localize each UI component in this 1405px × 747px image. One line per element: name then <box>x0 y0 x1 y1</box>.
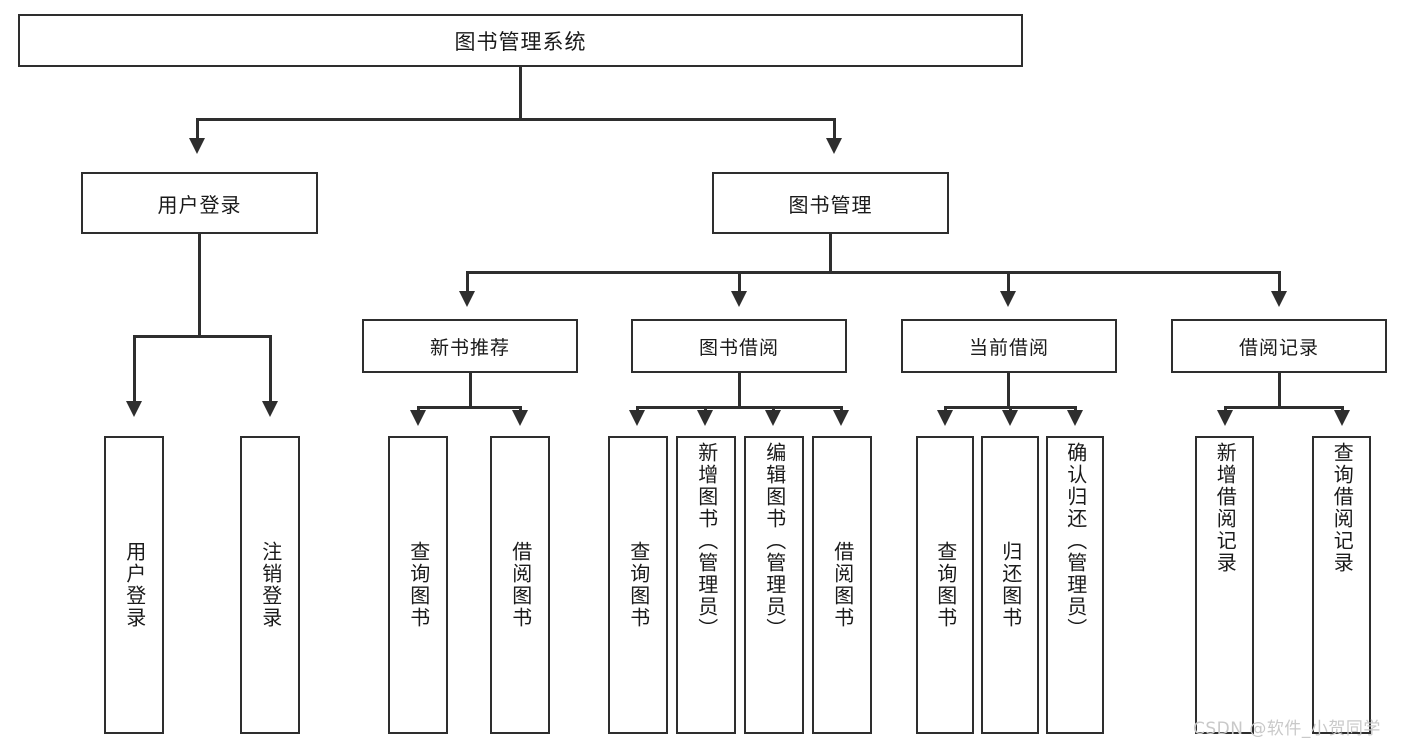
connector-book-manage-stem <box>829 234 832 273</box>
leaf-cb-confirm-return-admin[interactable]: 确认归还（管理员） <box>1046 436 1104 734</box>
connector-bm-child-1 <box>466 271 469 293</box>
arrowhead-bb-leaf-2 <box>697 410 713 426</box>
connector-bm-child-4 <box>1278 271 1281 293</box>
connector-bm-child-3 <box>1007 271 1010 293</box>
node-label: 图书管理系统 <box>454 29 587 54</box>
connector-br-bus <box>1224 406 1343 409</box>
arrowhead-bb-leaf-3 <box>765 410 781 426</box>
node-root-library-system[interactable]: 图书管理系统 <box>18 14 1023 67</box>
node-label: 借阅记录 <box>1238 336 1319 359</box>
arrowhead-user-login <box>189 138 205 154</box>
leaf-label: 借阅图书 <box>508 541 533 629</box>
node-label: 当前借阅 <box>968 336 1049 359</box>
connector-nbr-bus <box>417 406 521 409</box>
connector-book-manage-bus <box>466 271 1281 274</box>
node-borrow-record[interactable]: 借阅记录 <box>1171 319 1387 373</box>
leaf-bb-borrow-book[interactable]: 借阅图书 <box>812 436 872 734</box>
leaf-user-login[interactable]: 用户登录 <box>104 436 164 734</box>
connector-root-to-user-login <box>196 118 199 140</box>
connector-cb-child-1 <box>944 406 947 412</box>
leaf-bb-edit-book-admin[interactable]: 编辑图书（管理员） <box>744 436 804 734</box>
arrowhead-borrow-record <box>1271 291 1287 307</box>
connector-br-child-1 <box>1224 406 1227 412</box>
leaf-label: 新增图书（管理员） <box>694 442 719 640</box>
leaf-label: 查询图书 <box>933 541 958 629</box>
node-label: 新书推荐 <box>429 336 510 359</box>
leaf-bb-query-book[interactable]: 查询图书 <box>608 436 668 734</box>
connector-nbr-child-2 <box>519 406 522 412</box>
leaf-label: 查询图书 <box>406 541 431 629</box>
leaf-label: 确认归还（管理员） <box>1063 442 1088 640</box>
connector-cb-child-3 <box>1074 406 1077 412</box>
leaf-label: 借阅图书 <box>830 541 855 629</box>
connector-user-login-child-1 <box>133 335 136 403</box>
arrowhead-nbr-leaf-1 <box>410 410 426 426</box>
arrowhead-bb-leaf-4 <box>833 410 849 426</box>
node-new-book-recommend[interactable]: 新书推荐 <box>362 319 578 373</box>
arrowhead-br-leaf-2 <box>1334 410 1350 426</box>
arrowhead-book-borrow <box>731 291 747 307</box>
leaf-nbr-borrow-book[interactable]: 借阅图书 <box>490 436 550 734</box>
leaf-logout[interactable]: 注销登录 <box>240 436 300 734</box>
connector-root-bus <box>196 118 836 121</box>
connector-user-login-child-2 <box>269 335 272 403</box>
connector-cb-child-2 <box>1009 406 1012 412</box>
connector-bb-child-2 <box>704 406 707 412</box>
arrowhead-cb-leaf-3 <box>1067 410 1083 426</box>
connector-root-to-book-manage <box>833 118 836 140</box>
leaf-cb-return-book[interactable]: 归还图书 <box>981 436 1039 734</box>
node-user-login[interactable]: 用户登录 <box>81 172 318 234</box>
connector-br-stem <box>1278 373 1281 408</box>
arrowhead-leaf-logout <box>262 401 278 417</box>
leaf-label: 归还图书 <box>998 541 1023 629</box>
leaf-label: 查询图书 <box>626 541 651 629</box>
arrowhead-leaf-user-login <box>126 401 142 417</box>
leaf-label: 查询借阅记录 <box>1330 442 1355 574</box>
connector-bb-stem <box>738 373 741 408</box>
connector-br-child-2 <box>1341 406 1344 412</box>
arrowhead-br-leaf-1 <box>1217 410 1233 426</box>
node-book-manage[interactable]: 图书管理 <box>712 172 949 234</box>
leaf-label: 注销登录 <box>258 541 283 629</box>
node-label: 用户登录 <box>157 192 242 217</box>
connector-bb-bus <box>636 406 842 409</box>
connector-nbr-stem <box>469 373 472 408</box>
connector-nbr-child-1 <box>417 406 420 412</box>
connector-bb-child-4 <box>840 406 843 412</box>
leaf-br-add-record[interactable]: 新增借阅记录 <box>1195 436 1254 734</box>
leaf-nbr-query-book[interactable]: 查询图书 <box>388 436 448 734</box>
arrowhead-new-book-recommend <box>459 291 475 307</box>
connector-root-stem <box>519 67 522 119</box>
connector-bb-child-3 <box>772 406 775 412</box>
connector-user-login-stem <box>198 234 201 337</box>
leaf-cb-query-book[interactable]: 查询图书 <box>916 436 974 734</box>
arrowhead-nbr-leaf-2 <box>512 410 528 426</box>
node-label: 图书管理 <box>788 192 873 217</box>
node-book-borrow[interactable]: 图书借阅 <box>631 319 847 373</box>
arrowhead-cb-leaf-1 <box>937 410 953 426</box>
arrowhead-current-borrow <box>1000 291 1016 307</box>
arrowhead-bb-leaf-1 <box>629 410 645 426</box>
leaf-br-query-record[interactable]: 查询借阅记录 <box>1312 436 1371 734</box>
node-label: 图书借阅 <box>698 336 779 359</box>
connector-bm-child-2 <box>738 271 741 293</box>
arrowhead-cb-leaf-2 <box>1002 410 1018 426</box>
connector-bb-child-1 <box>636 406 639 412</box>
arrowhead-book-manage <box>826 138 842 154</box>
leaf-bb-add-book-admin[interactable]: 新增图书（管理员） <box>676 436 736 734</box>
connector-user-login-bus <box>133 335 271 338</box>
connector-cb-stem <box>1007 373 1010 408</box>
node-current-borrow[interactable]: 当前借阅 <box>901 319 1117 373</box>
leaf-label: 用户登录 <box>122 541 147 629</box>
leaf-label: 新增借阅记录 <box>1213 442 1238 574</box>
leaf-label: 编辑图书（管理员） <box>762 442 787 640</box>
